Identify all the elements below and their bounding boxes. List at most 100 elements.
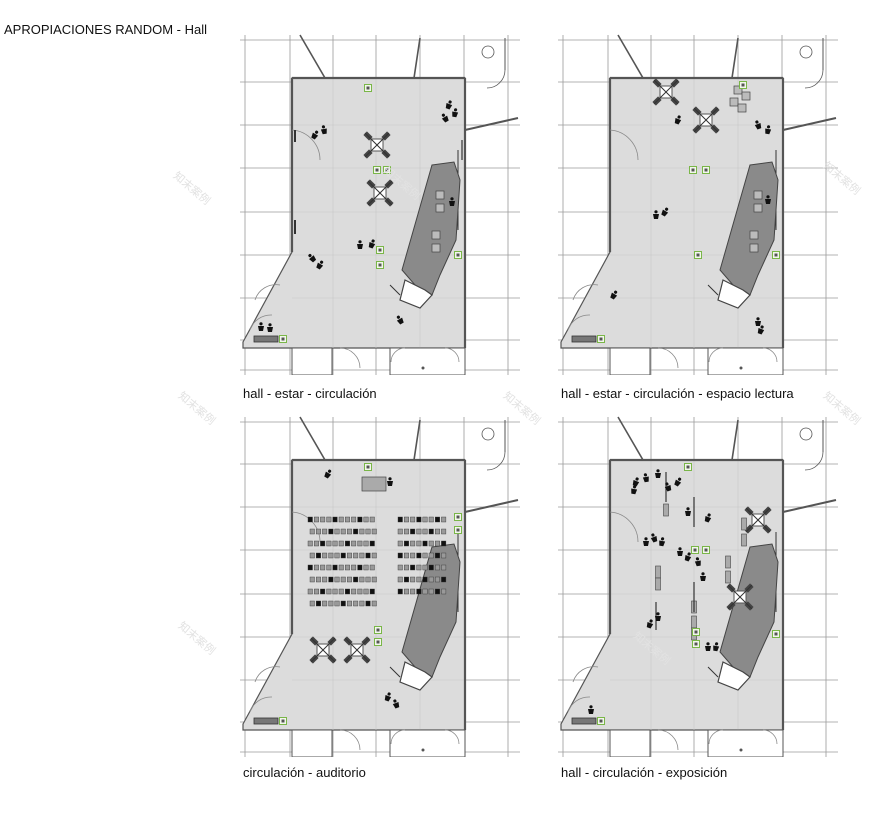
green-marker-core: [694, 642, 698, 646]
rail: [389, 666, 401, 678]
auditorium-seat: [334, 576, 340, 583]
person-figure-icon: [664, 482, 672, 492]
chair: [729, 97, 739, 107]
person-head: [644, 537, 648, 541]
table-with-chairs-icon: [366, 179, 394, 207]
auditorium-seat: [346, 576, 352, 583]
auditorium-seat: [315, 528, 321, 535]
auditorium-seat: [397, 552, 403, 559]
watermark-text: 知末案例: [175, 620, 218, 658]
person-body: [642, 476, 649, 483]
person-body: [368, 242, 376, 249]
auditorium-seat: [309, 528, 315, 535]
person-figure-icon: [755, 317, 761, 326]
exhibition-panel: [655, 565, 661, 579]
floor-plan-panel-3: [240, 412, 520, 757]
floor-plan-drawing: [240, 34, 520, 375]
person-head: [760, 325, 764, 329]
person-body: [674, 118, 682, 125]
person-body: [754, 123, 762, 130]
auditorium-seat: [434, 576, 440, 583]
person-figure-icon: [705, 642, 711, 651]
auditorium-seat: [416, 564, 422, 571]
door-swing-icon: [481, 427, 495, 441]
person-figure-icon: [384, 692, 392, 702]
auditorium-seat: [403, 588, 409, 595]
person-figure-icon: [449, 197, 455, 206]
person-figure-icon: [661, 207, 669, 217]
auditorium-seat: [359, 600, 365, 607]
person-body: [661, 209, 669, 217]
door-arc: [567, 314, 591, 331]
auditorium-seat: [371, 576, 377, 583]
person-body: [384, 695, 392, 702]
panel-caption-1: hall - estar - circulación: [243, 386, 377, 401]
person-body: [664, 485, 672, 492]
auditorium-seat: [346, 552, 352, 559]
watermark-text: 知末案例: [170, 170, 213, 208]
chair: [733, 85, 743, 95]
person-figure-icon: [713, 642, 720, 652]
person-body: [631, 488, 638, 495]
auditorium-seat: [344, 540, 350, 547]
person-figure-icon: [646, 619, 654, 629]
green-marker-core: [376, 640, 380, 644]
person-figure-icon: [757, 325, 765, 335]
auditorium-seat: [397, 576, 403, 583]
person-figure-icon: [610, 290, 618, 300]
auditorium-seat: [422, 552, 428, 559]
ramp-landing: [717, 661, 751, 691]
person-head: [320, 260, 324, 264]
person-figure-icon: [685, 507, 691, 516]
person-figure-icon: [674, 477, 682, 487]
auditorium-seat: [416, 540, 422, 547]
person-figure-icon: [655, 469, 661, 478]
person-figure-icon: [392, 699, 400, 709]
door-arc: [444, 347, 460, 363]
entry-wall: [299, 416, 326, 461]
person-figure-icon: [308, 253, 317, 263]
auditorium-seat: [322, 528, 328, 535]
auditorium-seat: [332, 540, 338, 547]
auditorium-seat: [322, 552, 328, 559]
entry-wall: [413, 419, 421, 461]
person-head: [695, 557, 700, 561]
rail: [707, 284, 719, 296]
auditorium-seat: [416, 576, 422, 583]
bottom-room: [389, 729, 466, 757]
table-with-chairs-icon: [343, 636, 371, 664]
green-marker-core: [366, 86, 370, 90]
person-head: [308, 253, 312, 258]
panel-caption-4: hall - circulación - exposición: [561, 765, 728, 780]
auditorium-seat: [326, 588, 332, 595]
person-figure-icon: [655, 612, 661, 621]
auditorium-seat: [369, 540, 375, 547]
panel-caption-2: hall - estar - circulación - espacio lec…: [561, 386, 794, 401]
person-figure-icon: [684, 552, 692, 562]
person-head: [656, 612, 660, 616]
person-figure-icon: [631, 485, 638, 495]
auditorium-seat: [441, 588, 447, 595]
person-head: [358, 240, 362, 244]
door-arc: [657, 729, 679, 751]
auditorium-seat: [428, 528, 434, 535]
person-body: [757, 328, 765, 335]
floor-plan-panel-4: [558, 412, 838, 757]
entry-wall: [731, 37, 739, 79]
auditorium-seat: [434, 516, 440, 523]
person-head: [387, 692, 391, 696]
auditorium-seat: [428, 540, 434, 547]
person-body: [646, 622, 654, 629]
green-marker-core: [741, 83, 745, 87]
door-arc: [609, 511, 639, 543]
green-marker-core: [696, 253, 700, 257]
person-head: [665, 482, 669, 486]
diagonal: [364, 132, 390, 158]
auditorium-seat: [363, 564, 369, 571]
auditorium-seat: [410, 576, 416, 583]
auditorium-seat: [371, 552, 377, 559]
auditorium-seat: [315, 552, 321, 559]
auditorium-seat: [315, 600, 321, 607]
person-body: [267, 327, 273, 332]
auditorium-seat: [326, 516, 332, 523]
